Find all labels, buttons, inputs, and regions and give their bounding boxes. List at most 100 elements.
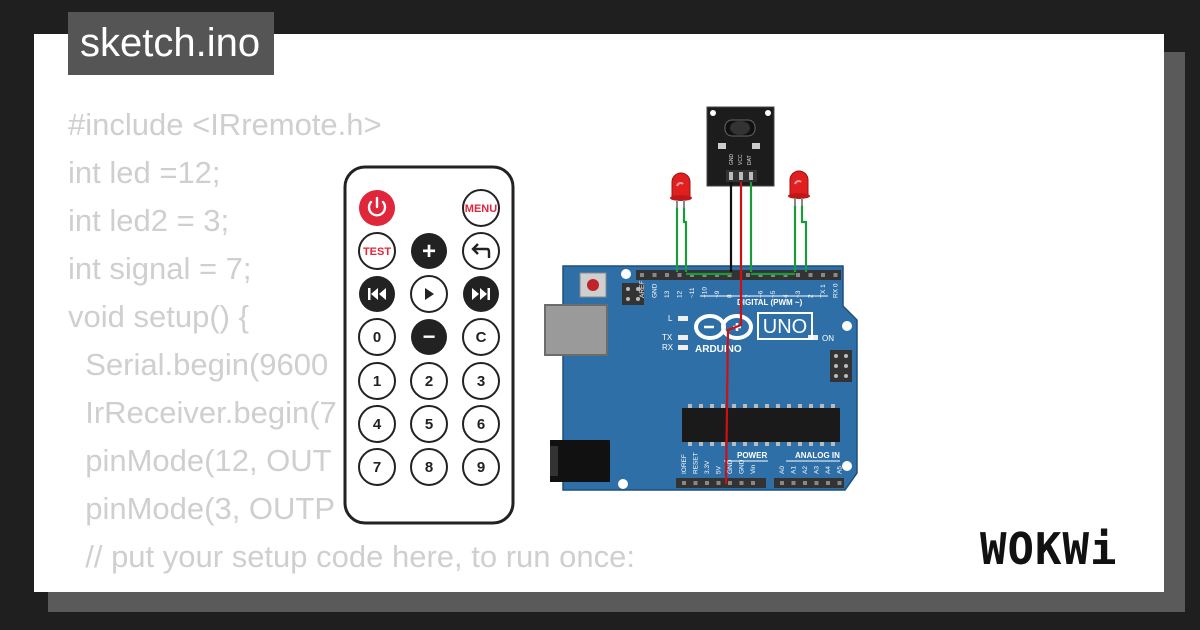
ir-remote[interactable]: MENU TEST + [343,165,515,525]
header-pin[interactable] [814,481,819,485]
header-pin[interactable] [665,273,669,277]
code-editor: #include <IRremote.h>int led =12;int led… [68,101,635,581]
arduino-logo [694,314,753,340]
minus-button[interactable]: − [411,319,447,355]
header-pin[interactable] [821,273,825,277]
atmega-chip [682,404,840,446]
chip-leg [809,442,813,446]
test-button[interactable]: TEST [358,232,396,270]
code-line: Serial.begin(9600 [68,347,329,382]
chip-leg [831,442,835,446]
digit-1-button[interactable]: 1 [358,362,396,400]
header-pin[interactable] [682,481,686,485]
wires [675,182,808,485]
chip-leg [776,404,780,408]
header-pin[interactable] [640,273,644,277]
top-pin-label: ~10 [702,287,709,298]
bottom-pin-label: GND [739,459,746,474]
code-line: int led2 = 3; [68,203,230,238]
chip-leg [699,404,703,408]
wokwi-logo: WOKWi [980,524,1118,575]
reset-button[interactable] [579,272,607,298]
analog-label: ANALOG IN [795,451,840,460]
digit-2-button[interactable]: 2 [410,362,448,400]
chip-leg [787,404,791,408]
top-pin-label: ~3 [795,290,802,298]
chip-leg [688,404,692,408]
header-pin[interactable] [677,273,682,277]
play-icon [425,288,434,300]
chip-leg [721,442,725,446]
header-pin[interactable] [693,481,698,485]
bottom-pin-label: A4 [825,466,832,474]
header-pin[interactable] [716,481,721,485]
header-pin[interactable] [705,481,709,485]
header-pin[interactable] [791,481,796,485]
usb-port [544,304,608,356]
digit-2-label: 2 [425,373,433,390]
c-button[interactable]: C [462,318,500,356]
digit-3-button[interactable]: 3 [462,362,500,400]
digit-5-button[interactable]: 5 [410,405,448,443]
led-right[interactable] [788,170,810,206]
code-line: pinMode(3, OUTP [68,491,336,526]
chip-leg [798,404,802,408]
chip-leg [787,442,791,446]
digit-7-button[interactable]: 7 [358,448,396,486]
header-pin[interactable] [826,481,830,485]
ir-receiver-module[interactable]: GND VCC DAT [706,106,775,187]
bottom-pin-label: 5V [716,465,723,474]
back-button[interactable] [462,232,500,270]
code-line: IrReceiver.begin(7 [68,395,337,430]
on-label: ON [822,334,834,343]
header-pin[interactable] [837,481,842,485]
file-title: sketch.ino [68,12,275,75]
play-button[interactable] [410,275,448,313]
digit-4-button[interactable]: 4 [358,405,396,443]
chip-leg [809,404,813,408]
header-pin[interactable] [739,481,744,485]
code-line: void setup() { [68,299,249,334]
analog-header [774,478,844,488]
header-pin[interactable] [746,273,750,277]
plus-label: + [422,238,436,265]
chip-leg [831,404,835,408]
top-pin-label: TX 1 [820,284,827,298]
power-button[interactable] [359,190,395,226]
bottom-pin-label: A2 [802,466,809,474]
bottom-pin-label: IOREF [681,454,688,474]
back-arrow-icon [471,243,491,258]
digit-8-button[interactable]: 8 [410,448,448,486]
ir-pin-vcc: VCC [738,154,744,165]
bottom-pin-label: Vin [750,464,757,474]
next-track-icon [472,288,490,300]
led-left[interactable] [670,172,692,208]
chip-leg [743,442,747,446]
chip-leg [699,442,703,446]
next-button[interactable] [463,276,499,312]
chip-leg [765,404,769,408]
plus-button[interactable]: + [411,233,447,269]
digit-0-button[interactable]: 0 [358,318,396,356]
power-jack [550,440,610,482]
menu-button[interactable]: MENU [462,189,500,227]
digit-9-button[interactable]: 9 [462,448,500,486]
header-pin[interactable] [796,273,800,277]
digit-6-button[interactable]: 6 [462,405,500,443]
header-pin[interactable] [751,481,755,485]
digit-7-label: 7 [373,459,381,476]
code-line: #include <IRremote.h> [68,107,382,142]
digit-0-label: 0 [373,329,381,346]
header-pin[interactable] [780,481,784,485]
header-pin[interactable] [652,273,657,277]
header-pin[interactable] [833,273,838,277]
previous-button[interactable] [359,276,395,312]
top-pin-label: ~6 [758,290,765,298]
chip-leg [721,404,725,408]
header-pin[interactable] [728,481,732,485]
previous-track-icon [368,288,386,300]
header-pin[interactable] [808,273,813,277]
header-pin[interactable] [803,481,807,485]
